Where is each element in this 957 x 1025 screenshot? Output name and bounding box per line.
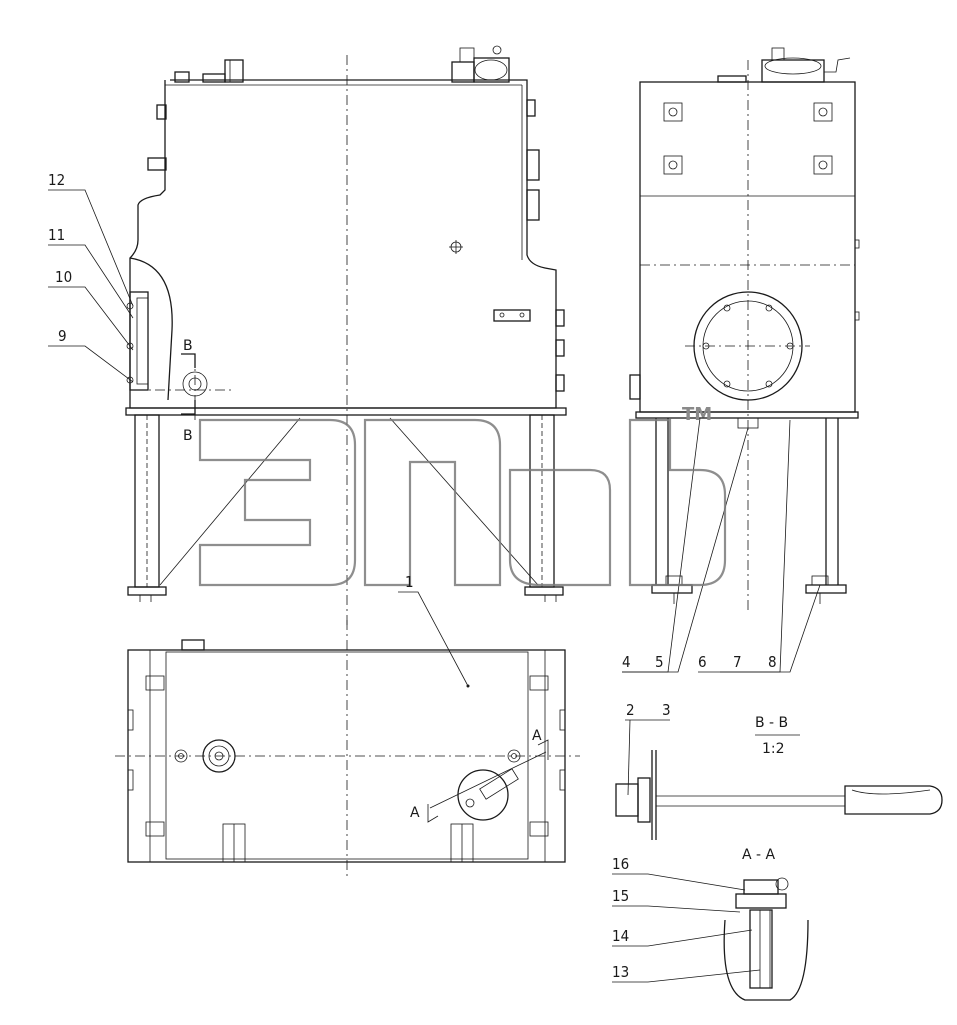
callout-6: 6: [698, 653, 707, 671]
section-bb-view: [615, 719, 943, 840]
callout-4: 4: [622, 653, 631, 671]
callout-2: 2: [626, 701, 635, 719]
section-bb-scale: 1:2: [762, 741, 785, 757]
callout-9: 9: [58, 327, 67, 345]
section-aa-view: [612, 873, 809, 1001]
callout-15: 15: [612, 887, 629, 905]
callout-12: 12: [48, 171, 65, 189]
callout-14: 14: [612, 927, 629, 945]
callout-5: 5: [655, 653, 664, 671]
section-marker-b-top: B: [183, 338, 193, 354]
section-aa-title: A - A: [742, 847, 776, 863]
section-bb-title: B - B: [755, 715, 788, 731]
callout-16: 16: [612, 855, 629, 873]
callout-10: 10: [55, 268, 72, 286]
callout-13: 13: [612, 963, 629, 981]
section-marker-b-bottom: B: [183, 428, 193, 444]
callout-8: 8: [768, 653, 777, 671]
section-marker-a-right: A: [532, 728, 542, 744]
side-view: [622, 47, 860, 673]
section-marker-a-left: A: [410, 805, 420, 821]
callout-3: 3: [662, 701, 671, 719]
callout-1: 1: [405, 573, 414, 591]
callout-11: 11: [48, 226, 65, 244]
front-view: [48, 45, 567, 625]
watermark-logo: TM: [198, 404, 727, 587]
top-view: [115, 591, 580, 880]
trademark-text: TM: [682, 404, 712, 425]
callout-7: 7: [733, 653, 742, 671]
